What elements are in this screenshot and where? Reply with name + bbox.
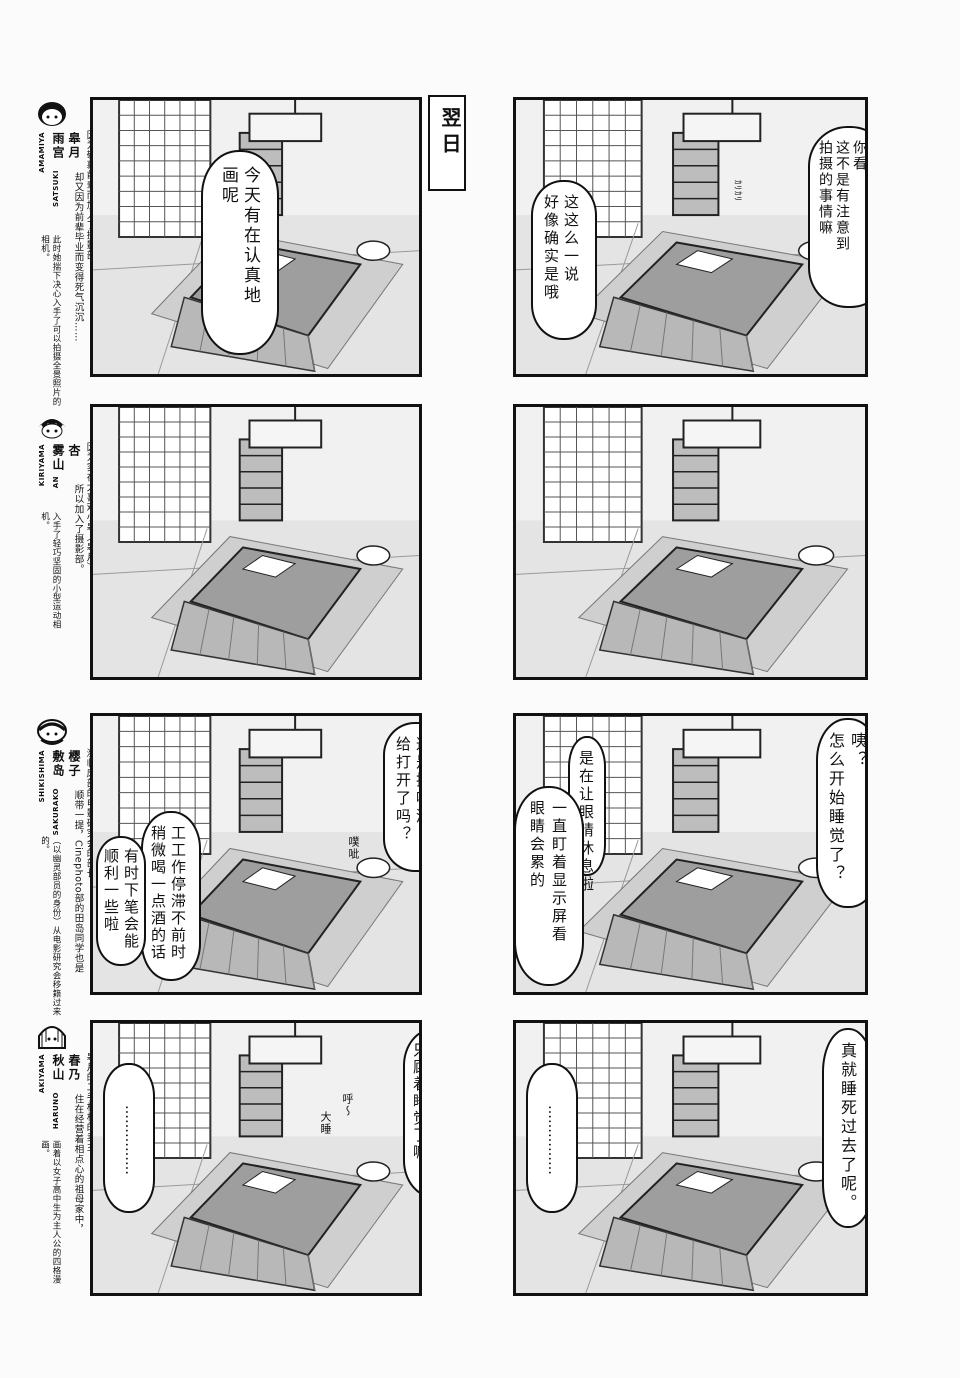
speech-bubble-1: 这是把啤酒 给打开了吗？ [383,722,422,872]
chest-of-drawers [672,438,720,522]
speech-bubble-1: 你看 这不是有注意到 拍摄的事情嘛 [808,126,867,308]
character-note-shikishima: SHIKISHIMA 敷岛 樱子 SAKURAKO 濒临废部的电影研究会的部长。… [34,718,98,1018]
kotatsu-table [598,1162,805,1292]
panel-8: 真就睡死过去了呢。 …………… [513,1020,868,1296]
room-illustration [516,407,865,677]
bubble-text: 这这么一说 好像确实是哦 [542,194,580,302]
given-name: 皋月 [67,132,81,160]
cat-icon [797,545,835,566]
bubble-text: 一直盯着显示屏看 眼睛会累的 [528,800,568,944]
next-day-title-box: 翌日 [428,95,466,191]
chest-of-drawers [238,1054,284,1138]
kotatsu-table [598,858,804,991]
speech-bubble-2: 这这么一说 好像确实是哦 [531,180,597,340]
speech-bubble-2: …………… [526,1063,578,1213]
surname: 雾山 [51,444,65,472]
akiyama-face-icon [38,1026,66,1049]
bubble-text: 不是喝得昏天黑地 只顾着睡觉了嘛。 [411,1042,422,1178]
panel-4 [513,404,868,680]
panel-3 [90,404,422,680]
speech-bubble-2: 工工作停滞不前时 稍微喝一点酒的话 [141,811,201,981]
panel-7: 呼～ 大睡 不是喝得昏天黑地 只顾着睡觉了嘛。 …………… [90,1020,422,1296]
romaji-given: SATSUKI [52,170,60,207]
desc-line-3: （以幽灵部员的身份）从电影研究会移籍过来的。 [39,836,62,1016]
kiriyama-face-icon [38,419,66,439]
given-name: 春乃 [67,1054,81,1082]
sfx-text-1: 呼～ [341,1093,354,1117]
kotatsu-table [170,1162,363,1292]
cat-icon [356,1161,391,1182]
romaji-surname: SHIKISHIMA [38,750,46,803]
romaji-given: SAKURAKO [52,788,60,836]
cat-icon [356,857,391,879]
room-illustration [516,100,865,374]
kotatsu-table [598,241,804,373]
cat-icon [356,545,391,566]
panel-2: ｶﾘｶﾘ 你看 这不是有注意到 拍摄的事情嘛 这这么一说 好像确实是哦 [513,97,868,377]
shikishima-face-icon [37,719,67,745]
chest-of-drawers [238,438,284,522]
surname: 雨宫 [51,132,65,160]
cat-icon [356,240,391,262]
panel-5: 噗呲 这是把啤酒 给打开了吗？ 工工作停滞不前时 稍微喝一点酒的话 有时下笔会能… [90,713,422,995]
speech-bubble-3: 有时下笔会能 顺利一些啦 [96,836,146,966]
bubble-text: …………… [122,1105,138,1175]
speech-bubble-1: 不是喝得昏天黑地 只顾着睡觉了嘛。 [403,1028,422,1198]
surname: 敷岛 [51,750,65,778]
desc-line-2: 却又因为前辈毕业而变得死气沉沉…… [72,172,84,342]
bubble-text: 今天有在认真地 画呢 [218,166,260,306]
bubble-text: 咦？ 怎么开始睡觉了？ [826,732,867,884]
given-name: 樱子 [67,750,81,778]
kotatsu-table [598,546,805,676]
character-note-akiyama: AKIYAMA 秋山 春乃 HARUNO 皋月的二手相机的卖主。 住在经营着相点… [34,1022,98,1292]
sfx-text: ｶﾘｶﾘ [732,180,742,203]
room-illustration [93,407,419,677]
shoji-screen [118,100,212,238]
desc-line-2: 所以加入了摄影部。 [72,484,84,574]
desc-line-2: 顺带一提，Cinephoto部的田岛同学也是 [72,790,84,974]
character-note-amamiya: AMAMIYA 雨宫 皋月 SATSUKI 因为敬慕前辈而加入了摄影部， 却又因… [34,100,98,406]
bubble-text: 真就睡死过去了呢。 [838,1042,857,1213]
bubble-text: 工工作停滞不前时 稍微喝一点酒的话 [149,825,187,961]
bubble-text: 你看 这不是有注意到 拍摄的事情嘛 [817,140,867,252]
amamiya-face-icon [38,102,66,126]
given-name: 杏 [67,444,81,458]
desc-line-2: 住在经营着相点心的祖母家中， [72,1094,84,1234]
chest-of-drawers [672,1054,720,1138]
romaji-given: HARUNO [52,1092,60,1130]
character-note-kiriyama: KIRIYAMA 雾山 杏 AN 因为实在太喜欢小皋（皋月） 所以加入了摄影部。… [34,412,98,642]
romaji-surname: AMAMIYA [38,132,46,173]
desc-line-3: 此时她揣下决心入手了可以拍摄全景照片的相机。 [39,235,62,406]
romaji-given: AN [52,476,60,489]
speech-bubble-2: …………… [103,1063,155,1213]
speech-bubble-1: 真就睡死过去了呢。 [822,1028,865,1228]
sfx-text-2: 大睡 [319,1111,332,1135]
panel-6: 咦？ 怎么开始睡觉了？ 是在让眼睛休息啦 一直盯着显示屏看 眼睛会累的 [513,713,868,995]
chest-of-drawers [672,748,720,833]
kotatsu-table [170,858,363,991]
bubble-text: 这是把啤酒 给打开了吗？ [394,736,422,844]
bubble-text: 有时下笔会能 顺利一些啦 [102,848,140,950]
speech-bubble: 今天有在认真地 画呢 [201,150,279,355]
desc-line-3: 画着以女子高中生为主人公的四格漫画。 [39,1140,62,1284]
next-day-title: 翌日 [438,107,462,159]
speech-bubble-1: 咦？ 怎么开始睡觉了？ [816,718,867,908]
chest-of-drawers [238,748,284,833]
surname: 秋山 [51,1054,65,1082]
speech-bubble-3: 一直盯着显示屏看 眼睛会累的 [516,786,584,986]
romaji-surname: KIRIYAMA [38,444,46,487]
panel-1: 今天有在认真地 画呢 [90,97,422,377]
chest-of-drawers [672,131,720,217]
shoji-screen [118,407,212,543]
sfx-text: 噗呲 [347,836,360,860]
desc-line-3: 入手了轻巧坚固的小型运动相机。 [39,512,62,629]
romaji-surname: AKIYAMA [38,1054,46,1094]
shoji-screen [542,407,643,543]
bubble-text: …………… [545,1105,561,1175]
kotatsu-table [170,546,363,676]
